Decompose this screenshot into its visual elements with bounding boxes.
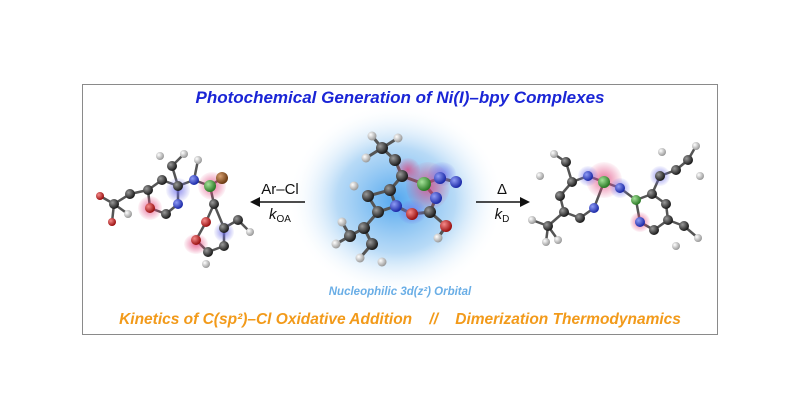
bottom-caption-left: Kinetics of C(sp²)–Cl Oxidative Addition [119,311,413,328]
bottom-caption-separator: // [429,311,439,328]
left-rate-subscript: OA [276,214,291,225]
orbital-caption: Nucleophilic 3d(z²) Orbital [328,286,472,298]
bottom-caption: Kinetics of C(sp²)–Cl Oxidative Addition… [82,311,718,329]
left-arrow-rate-constant: kOA [252,206,308,225]
left-orbital-lobes [138,172,234,254]
right-arrow-rate-constant: kD [474,206,530,225]
right-reaction-arrow [476,197,530,207]
right-rate-subscript: D [502,214,510,225]
right-rate-k: k [494,206,503,223]
left-reaction-arrow [250,197,305,207]
right-arrow-symbol: Δ [496,181,508,198]
right-atoms [528,142,704,250]
left-rate-k: k [269,206,277,223]
left-arrow-reagent: Ar–Cl [261,181,299,198]
bottom-caption-right: Dimerization Thermodynamics [455,311,681,328]
left-atoms [96,150,254,268]
figure-title: Photochemical Generation of Ni(I)–bpy Co… [195,88,605,107]
center-atoms [331,131,462,267]
